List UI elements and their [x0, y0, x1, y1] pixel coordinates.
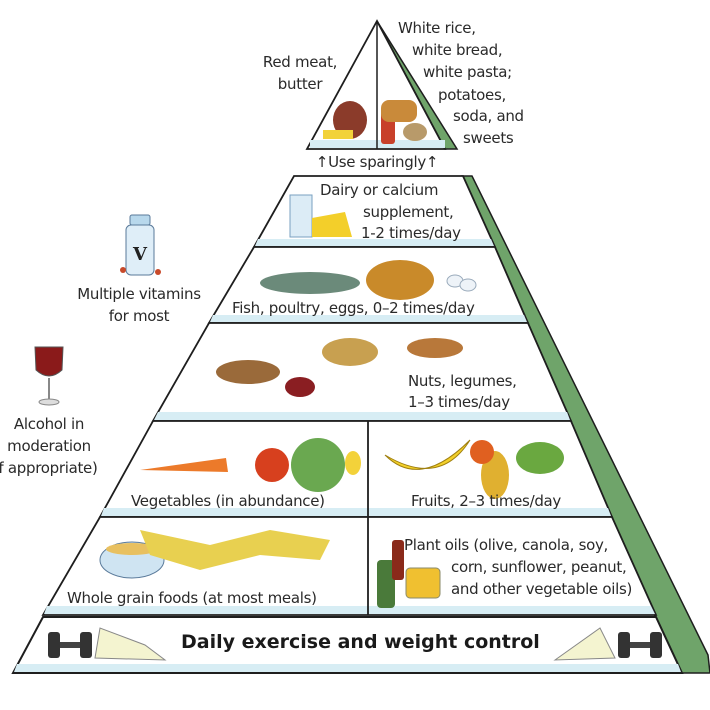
grapes-illustration: [516, 442, 564, 474]
alcohol-label-line3: (if appropriate): [0, 459, 98, 477]
tomato-illustration: [255, 448, 289, 482]
potatoes-label: potatoes,: [438, 86, 506, 104]
poultry-illustration: [366, 260, 434, 300]
tier-exercise: [11, 616, 684, 674]
potato-illustration: [403, 123, 427, 141]
wheat-illustration: [140, 530, 330, 570]
dairy-label-line1: Dairy or calcium: [320, 181, 439, 199]
almonds-illustration: [407, 338, 463, 358]
grains-label: Whole grain foods (at most meals): [67, 589, 317, 607]
vitamins-label-line1: Multiple vitamins: [77, 285, 201, 303]
milk-glass-illustration: [289, 194, 313, 238]
tier-grains-oils: [41, 516, 658, 616]
oil-bottle-illustration: [377, 560, 395, 608]
vitamin-bottle-label: V: [132, 244, 148, 265]
oil-cup-illustration: [405, 567, 441, 599]
vitamin-bottle-icon: [120, 214, 161, 276]
alcohol-label-line2: moderation: [7, 437, 91, 455]
vitamins-label-line2: for most: [108, 307, 170, 325]
egg-illustration: [459, 278, 477, 292]
oil-bottle-illustration: [392, 540, 404, 580]
exercise-label: Daily exercise and weight control: [181, 631, 540, 653]
oils-label-line2: corn, sunflower, peanut,: [451, 558, 627, 576]
soda-label: soda, and: [453, 107, 524, 125]
red-meat-label: Red meat,: [262, 53, 338, 71]
white-bread-label: white bread,: [412, 41, 503, 59]
protein-label: Fish, poultry, eggs, 0–2 times/day: [232, 299, 475, 317]
white-rice-label: White rice,: [398, 19, 476, 37]
sweets-label: sweets: [463, 129, 514, 147]
dumbbell-sneaker-right-illustration: [553, 627, 662, 661]
pear-illustration: [481, 451, 509, 499]
vegetables-label: Vegetables (in abundance): [131, 492, 325, 510]
orange-illustration: [470, 440, 494, 464]
ham-illustration: [333, 101, 367, 139]
legumes-illustration: [216, 360, 280, 384]
nuts-label-line2: 1–3 times/day: [408, 393, 510, 411]
arrow-up-icon: ↑: [315, 153, 329, 171]
cheese-illustration: [312, 212, 352, 237]
use-sparingly-text: Use sparingly: [328, 153, 426, 171]
use-sparingly-note: ↑Use sparingly↑: [315, 153, 439, 171]
butter-label: butter: [277, 75, 323, 93]
white-pasta-label: white pasta;: [423, 63, 512, 81]
wine-glass-icon: [34, 346, 64, 406]
lemon-illustration: [345, 451, 361, 475]
dairy-label-line2: supplement,: [363, 203, 454, 221]
banana-illustration: [384, 439, 471, 470]
carrot-illustration: [140, 458, 228, 472]
tier-shading: [14, 239, 681, 672]
dumbbell-sneaker-left-illustration: [48, 627, 167, 661]
arrow-up-icon: ↑: [425, 153, 439, 171]
beans-illustration: [285, 377, 315, 397]
dairy-label-line3: 1-2 times/day: [361, 224, 461, 242]
oils-label-line1: Plant oils (olive, canola, soy,: [404, 536, 609, 554]
nuts-illustration: [322, 338, 378, 366]
alcohol-label-line1: Alcohol in: [13, 415, 85, 433]
cabbage-illustration: [291, 438, 345, 492]
bread-illustration: [381, 100, 417, 122]
oils-label-line3: and other vegetable oils): [451, 580, 633, 598]
nuts-label-line1: Nuts, legumes,: [408, 372, 517, 390]
fish-illustration: [260, 272, 360, 294]
fruits-label: Fruits, 2–3 times/day: [411, 492, 562, 510]
butter-illustration: [323, 130, 353, 139]
cereal-illustration: [106, 543, 158, 555]
